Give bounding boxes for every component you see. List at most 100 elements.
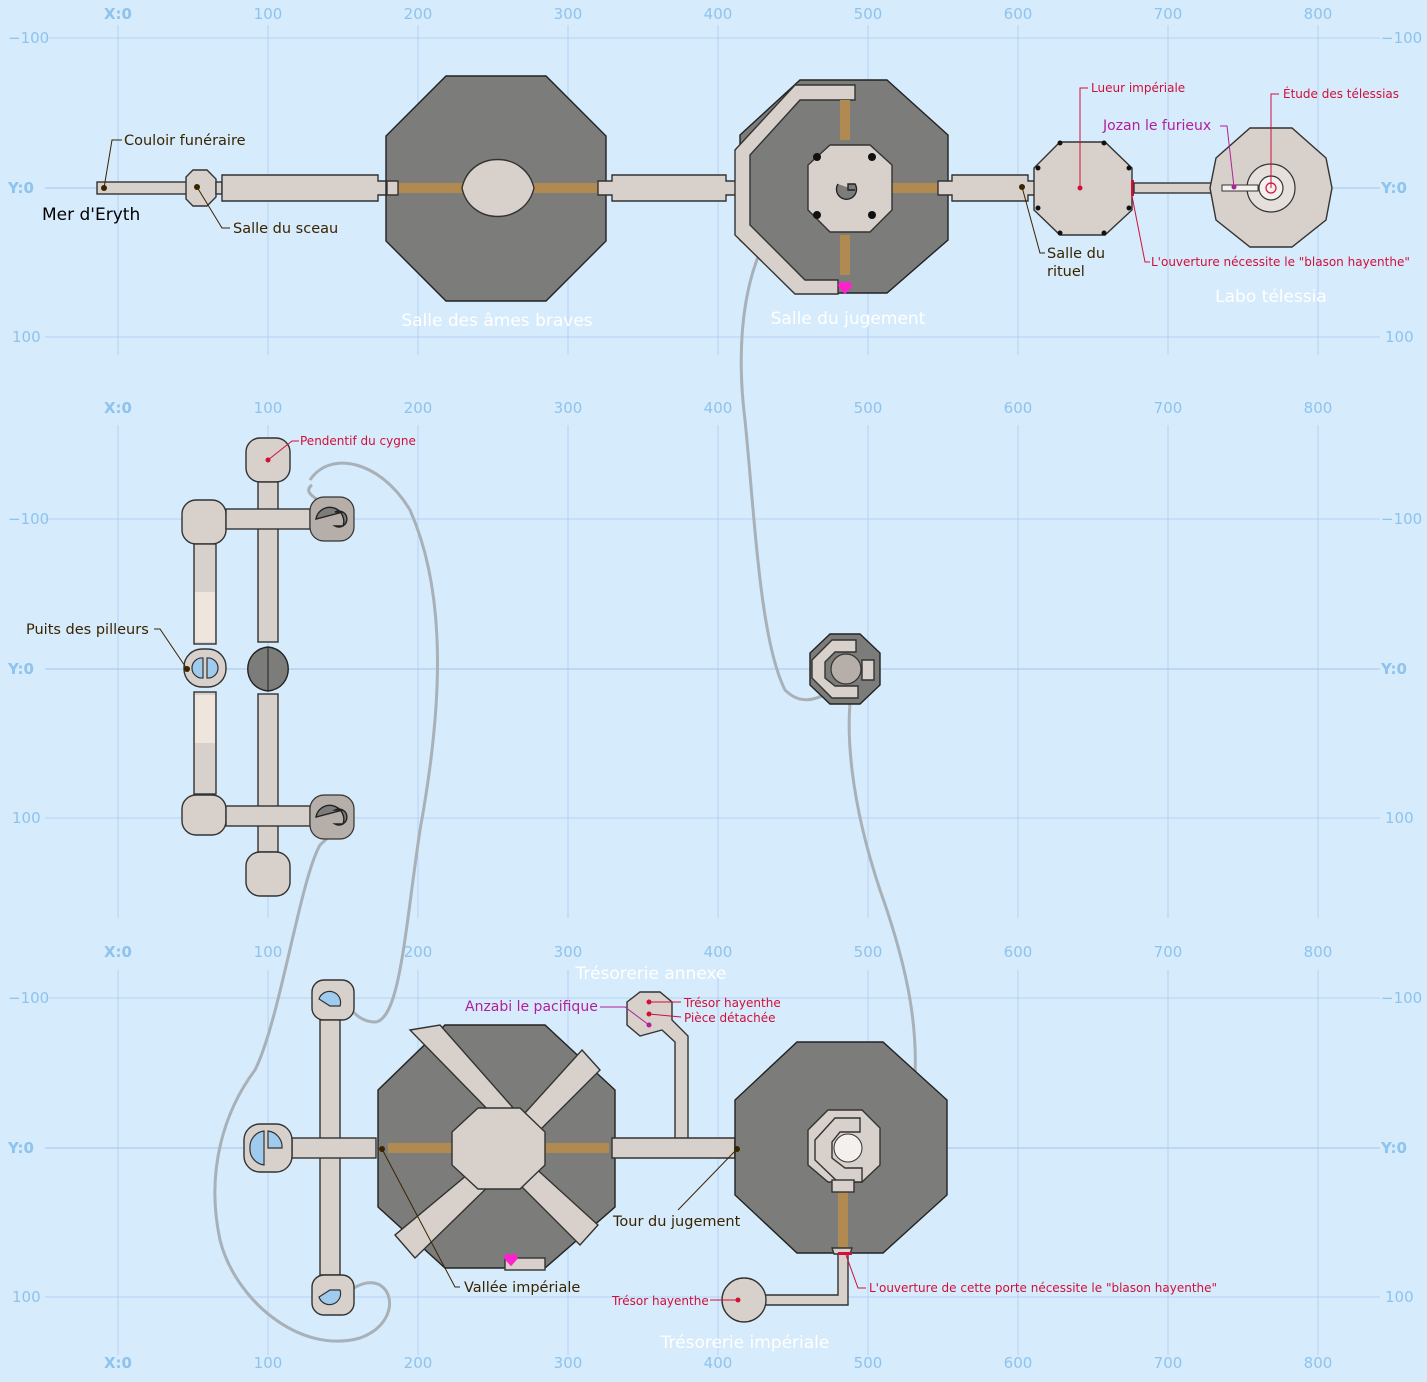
x-tick-300: 300 bbox=[554, 943, 583, 961]
y-tick-0: Y:0 bbox=[1380, 179, 1407, 197]
jugement-walkway bbox=[734, 84, 856, 295]
puits-top-room bbox=[181, 499, 227, 545]
x-tick-700: 700 bbox=[1154, 1354, 1183, 1372]
salle-du-sceau-room bbox=[185, 169, 217, 207]
x-tick-600: 600 bbox=[1004, 5, 1033, 23]
x-tick-600: 600 bbox=[1004, 943, 1033, 961]
ames-braves-center-platform bbox=[461, 158, 535, 218]
cross-upper bbox=[225, 508, 311, 530]
label-etude-telessias: Étude des télessias bbox=[1283, 86, 1399, 101]
labels: Couloir funéraire Mer d'Eryth Salle du s… bbox=[26, 81, 1410, 1353]
x-tick-200: 200 bbox=[404, 5, 433, 23]
y-tick-neg100: −100 bbox=[1381, 510, 1422, 528]
x-tick-0: X:0 bbox=[104, 5, 132, 23]
y-tick-neg100: −100 bbox=[1381, 29, 1422, 47]
label-tresor-hayenthe-1: Trésor hayenthe bbox=[683, 996, 781, 1010]
x-tick-500: 500 bbox=[854, 1354, 883, 1372]
label-jozan: Jozan le furieux bbox=[1102, 118, 1211, 134]
x-tick-700: 700 bbox=[1154, 943, 1183, 961]
label-tresorerie-annexe: Trésorerie annexe bbox=[575, 964, 727, 984]
y-tick-neg100: −100 bbox=[8, 510, 49, 528]
x-tick-500: 500 bbox=[854, 5, 883, 23]
label-tour-jugement: Tour du jugement bbox=[612, 1214, 741, 1230]
y-tick-100: 100 bbox=[1385, 328, 1414, 346]
label-ouverture-blason-2: L'ouverture de cette porte nécessite le … bbox=[869, 1281, 1217, 1295]
x-tick-700: 700 bbox=[1154, 5, 1183, 23]
panel-1-rooms bbox=[96, 75, 1333, 302]
label-couloir-funeraire: Couloir funéraire bbox=[124, 133, 246, 149]
x-tick-800: 800 bbox=[1304, 1354, 1333, 1372]
label-salle-sceau: Salle du sceau bbox=[233, 221, 338, 237]
x-tick-400: 400 bbox=[704, 943, 733, 961]
puits-des-pilleurs-room bbox=[183, 648, 227, 688]
label-salle-jugement: Salle du jugement bbox=[771, 309, 926, 329]
x-tick-600: 600 bbox=[1004, 1354, 1033, 1372]
label-anzabi: Anzabi le pacifique bbox=[465, 999, 598, 1015]
label-ouverture-blason-1: L'ouverture nécessite le "blason hayenth… bbox=[1151, 255, 1410, 269]
x-tick-500: 500 bbox=[854, 399, 883, 417]
central-shaft-upper bbox=[257, 481, 279, 643]
x-tick-100: 100 bbox=[254, 399, 283, 417]
y-tick-0: Y:0 bbox=[7, 1139, 34, 1157]
y-tick-neg100: −100 bbox=[8, 989, 49, 1007]
x-tick-200: 200 bbox=[404, 399, 433, 417]
x-tick-400: 400 bbox=[704, 399, 733, 417]
axis-labels: X:0 100 200 300 400 500 600 700 800 X:0 … bbox=[7, 5, 1422, 1372]
panel-2-rooms bbox=[181, 437, 881, 897]
x-tick-400: 400 bbox=[704, 5, 733, 23]
y-tick-neg100: −100 bbox=[1381, 989, 1422, 1007]
x-tick-100: 100 bbox=[254, 5, 283, 23]
central-shaft-lower bbox=[257, 693, 279, 853]
label-mer-eryth: Mer d'Eryth bbox=[42, 205, 140, 225]
x-tick-200: 200 bbox=[404, 1354, 433, 1372]
puits-bottom-room bbox=[181, 794, 227, 836]
x-tick-0: X:0 bbox=[104, 943, 132, 961]
x-tick-600: 600 bbox=[1004, 399, 1033, 417]
x-tick-300: 300 bbox=[554, 1354, 583, 1372]
label-tresorerie-imperiale: Trésorerie impériale bbox=[660, 1333, 830, 1353]
y-tick-0: Y:0 bbox=[1380, 660, 1407, 678]
label-pendentif-cygne: Pendentif du cygne bbox=[300, 434, 416, 448]
x-tick-700: 700 bbox=[1154, 399, 1183, 417]
west-cross bbox=[291, 1137, 377, 1159]
x-tick-300: 300 bbox=[554, 5, 583, 23]
label-vallee-imperiale: Vallée impériale bbox=[464, 1280, 580, 1296]
y-tick-100: 100 bbox=[1385, 1288, 1414, 1306]
couloir-funeraire-corridor bbox=[96, 181, 193, 195]
corridor-2 bbox=[597, 174, 737, 202]
y-tick-100: 100 bbox=[12, 809, 41, 827]
cross-lower bbox=[225, 805, 311, 827]
label-salle-rituel-2: rituel bbox=[1047, 264, 1085, 280]
x-tick-800: 800 bbox=[1304, 399, 1333, 417]
south-room bbox=[245, 851, 291, 897]
x-tick-0: X:0 bbox=[104, 399, 132, 417]
x-tick-800: 800 bbox=[1304, 5, 1333, 23]
x-tick-400: 400 bbox=[704, 1354, 733, 1372]
label-piece-detachee: Pièce détachée bbox=[684, 1011, 776, 1025]
label-tresor-hayenthe-2: Trésor hayenthe bbox=[611, 1294, 709, 1308]
x-tick-800: 800 bbox=[1304, 943, 1333, 961]
y-tick-100: 100 bbox=[12, 328, 41, 346]
x-tick-0: X:0 bbox=[104, 1354, 132, 1372]
label-labo-telessia: Labo télessia bbox=[1215, 287, 1327, 307]
label-puits-pilleurs: Puits des pilleurs bbox=[26, 622, 149, 638]
x-tick-200: 200 bbox=[404, 943, 433, 961]
corridor-1 bbox=[221, 174, 388, 202]
x-tick-300: 300 bbox=[554, 399, 583, 417]
label-salle-ames-braves: Salle des âmes braves bbox=[401, 311, 592, 331]
corridor-to-tour bbox=[611, 1137, 736, 1159]
x-tick-100: 100 bbox=[254, 943, 283, 961]
corridor-to-labo bbox=[1133, 182, 1223, 194]
y-tick-neg100: −100 bbox=[8, 29, 49, 47]
salle-du-rituel-room bbox=[1033, 141, 1133, 236]
markers bbox=[101, 87, 1279, 1303]
label-salle-rituel-1: Salle du bbox=[1047, 246, 1105, 262]
y-tick-0: Y:0 bbox=[7, 660, 34, 678]
label-lueur-imperiale: Lueur impériale bbox=[1091, 81, 1185, 95]
y-tick-100: 100 bbox=[12, 1288, 41, 1306]
panel-3-rooms bbox=[243, 979, 948, 1323]
x-tick-100: 100 bbox=[254, 1354, 283, 1372]
vallee-center-platform bbox=[451, 1107, 546, 1190]
y-tick-0: Y:0 bbox=[7, 179, 34, 197]
